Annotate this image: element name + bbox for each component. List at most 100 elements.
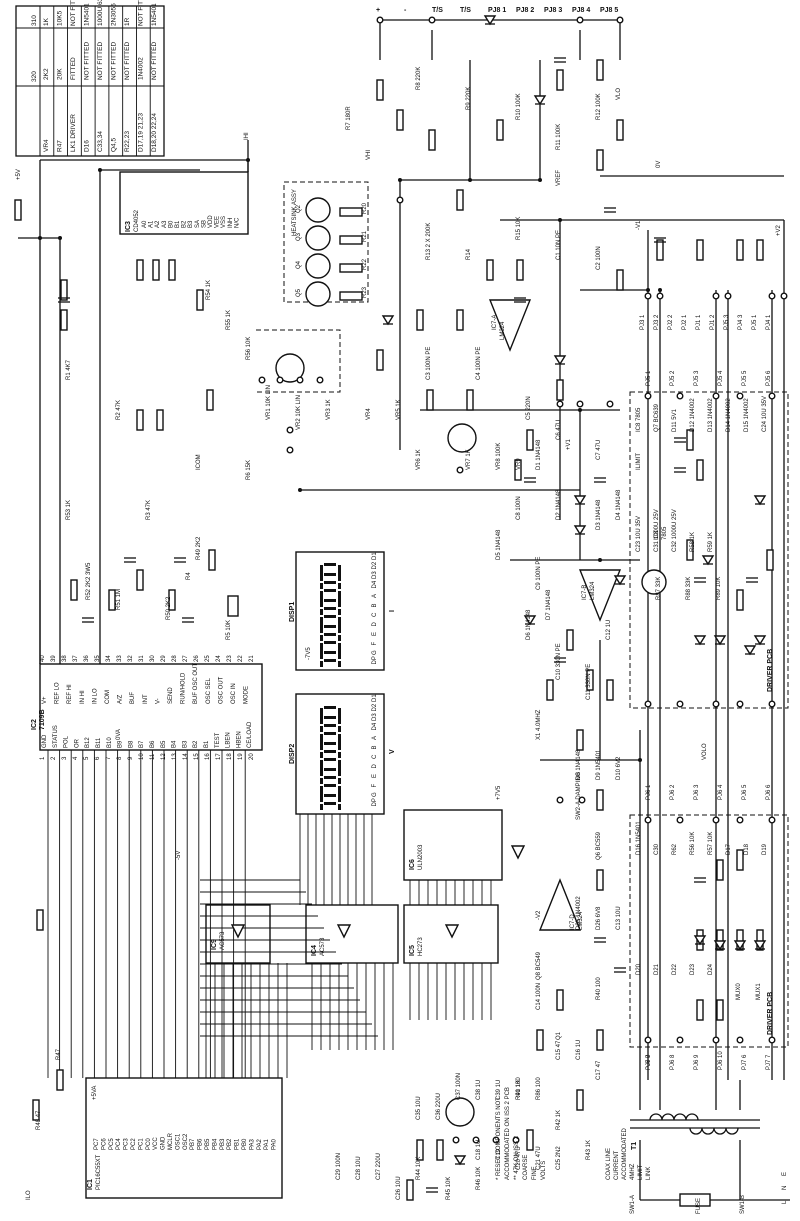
ic2-pin: 13 (172, 753, 178, 760)
ic9-body (205, 904, 271, 964)
connector-label: PJ6 5 (742, 784, 748, 800)
connector-pin (768, 700, 776, 708)
driver-component: D21 (654, 963, 660, 975)
component-label: R7 180R (346, 106, 352, 130)
heatsink-transistor (305, 253, 331, 279)
ic8-part: 7805 (662, 526, 668, 540)
component-body (108, 589, 116, 611)
connector-pin (676, 700, 684, 708)
connector-pin (736, 816, 744, 824)
resistor-label: R20 (362, 202, 368, 214)
ic5-part: HC273 (418, 937, 424, 956)
ic2-pin: 36 (84, 655, 90, 662)
component-label: C29 100N (336, 1153, 342, 1180)
ic2-pin: 14 (183, 753, 189, 760)
ic2-pin: 20 (249, 753, 255, 760)
component-body (456, 309, 464, 331)
driver-component: D16 1N5401 (636, 821, 642, 855)
ic3-name: IC3 (125, 221, 132, 232)
component-label: C19 (496, 1148, 502, 1160)
ic9-name: IC9 (211, 939, 218, 950)
component-label: VR9 (516, 458, 522, 470)
connector-pin (576, 16, 584, 24)
header-label: PJ1 2 (710, 314, 716, 330)
ic3-pin-label: VEE (215, 216, 221, 228)
ic1-pin-label: PC4 (116, 1138, 122, 1150)
rail-label: +5V (16, 169, 22, 180)
component-label: R13 2 X 200K (426, 223, 432, 260)
component-body (596, 1029, 604, 1051)
component-label: R9 220K (466, 87, 472, 110)
ic1-pin-label: VCC (153, 1137, 159, 1150)
ic3-pin-label: A3 (162, 220, 168, 228)
component-label: R50 2K2 (166, 596, 172, 620)
connector-pin (456, 466, 464, 474)
connector-label: PJ5 1 (646, 370, 652, 386)
component-body (536, 1029, 544, 1051)
ic2-pin: 39 (51, 655, 57, 662)
connector-label: PJ6 2 (670, 784, 676, 800)
component-body (426, 389, 434, 411)
table-header: 320 (31, 71, 38, 82)
connector-label: PJ5 6 (766, 370, 772, 386)
component-body (516, 259, 524, 281)
display-pin: G (372, 792, 378, 797)
table-row-ref: D17,19 21,23 (138, 113, 145, 152)
component-label: VR3 1K (326, 399, 332, 420)
ic2-pin: 24 (216, 655, 222, 662)
ic2-pin-label: LBEN (226, 732, 232, 748)
ic2-pin-label: TEST (215, 732, 221, 748)
q8-symbol (445, 1097, 475, 1127)
component-body (466, 389, 474, 411)
connector-pin (768, 816, 776, 824)
ic7a-name: IC7-A (492, 315, 498, 330)
connector-pin (712, 1036, 720, 1044)
component-label: C26 10U (396, 1176, 402, 1200)
component-body (756, 239, 764, 261)
header-label: PJ3 2 (654, 314, 660, 330)
component-label: D25 1N4002 (576, 896, 582, 930)
ic2-pin: 12 (161, 753, 167, 760)
component-label: R1 4K7 (66, 359, 72, 380)
terminal-label: - (404, 7, 407, 14)
ic4-body (305, 904, 399, 964)
component-label: X1 4.0MHZ (536, 709, 542, 740)
ic2-pin-label: OSC IN (231, 683, 237, 704)
terminal-label: PJ8 5 (600, 7, 618, 14)
component-label: D6 1N4148 (526, 609, 532, 640)
component-label: C36 220U (436, 1093, 442, 1120)
ic2-pin-label: OSC SEL (206, 677, 212, 704)
connector-pin (428, 16, 436, 24)
ic2-pin-label: IN LO (92, 688, 98, 704)
ic2-pin-label: POL (64, 735, 70, 748)
note-text: VOLTS (541, 1161, 547, 1180)
component-label: C9 100N PE (536, 557, 542, 590)
table-row-value: 10K5 (57, 10, 64, 26)
ic2-pin-label: B9 (118, 740, 124, 748)
component-body (606, 679, 614, 701)
component-body (406, 1179, 414, 1201)
connector-pin (676, 816, 684, 824)
ic2-pin: 33 (117, 655, 123, 662)
connector-pin (556, 400, 564, 408)
ic7d-part: LM324 (578, 911, 584, 930)
component-label: C15 47 (556, 1040, 562, 1060)
ic2-pin: 21 (249, 655, 255, 662)
mains-terminal: L (782, 1200, 788, 1204)
ic2-pin: 25 (205, 655, 211, 662)
ic1-pin-label: PC5 (109, 1138, 115, 1150)
component-label: VR4 (366, 408, 372, 420)
connector-pin (712, 700, 720, 708)
table-row-value: NOT FITTED (138, 0, 145, 26)
component-label: Q6 BC559 (596, 831, 602, 860)
component-body (156, 409, 164, 431)
table-row-value: 1R (124, 17, 131, 26)
ic2-pin: 22 (238, 655, 244, 662)
ic3-pin-label: INH (228, 218, 234, 228)
driver-component: R56 10K (690, 832, 696, 855)
connector-pin (724, 292, 732, 300)
component-label: C28 10U (356, 1156, 362, 1180)
display-pin: E (372, 774, 378, 778)
component-body (136, 569, 144, 591)
